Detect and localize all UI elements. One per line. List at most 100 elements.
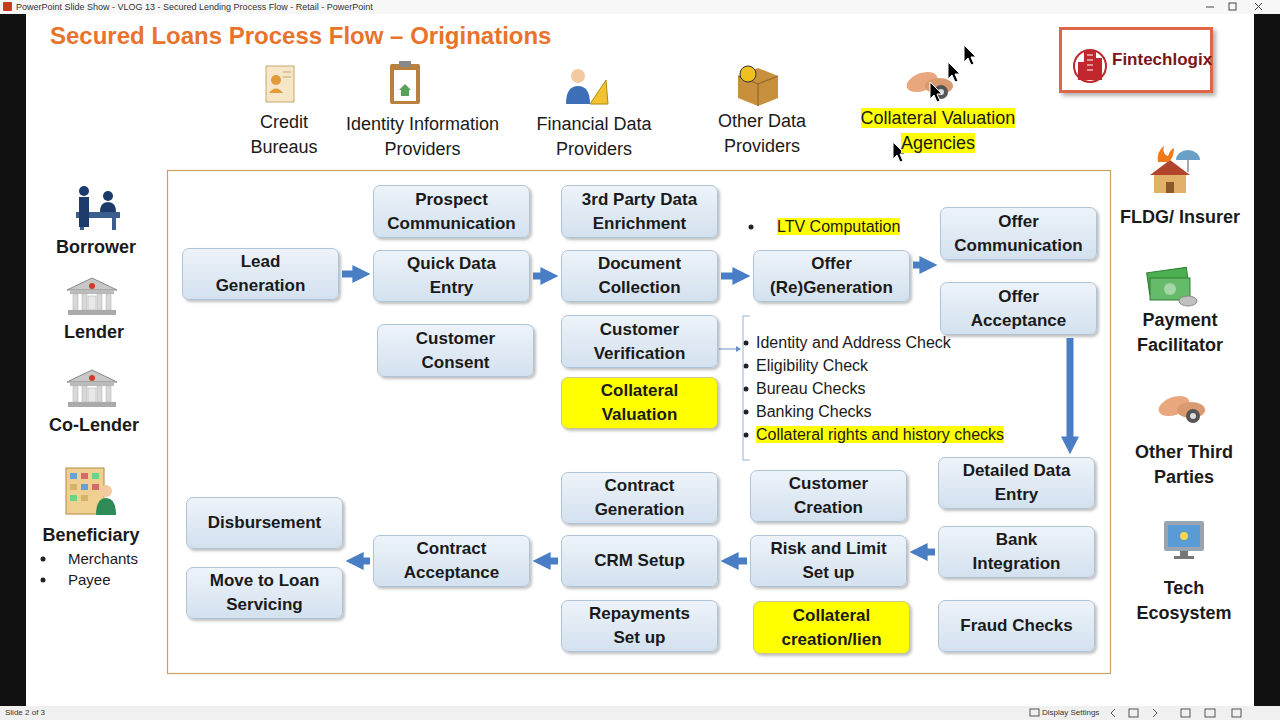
box-text: Collateral Valuation [574,379,705,427]
insurer-icon [1158,146,1174,162]
label-wrap: Eligibility Check [756,355,1056,377]
box-text: Contract Acceptance [386,537,517,585]
label-wrap: Tech Ecosystem [1124,576,1244,626]
label-wrap: Credit Bureaus [229,110,339,160]
annotation-label: Financial Data Providers [536,114,651,159]
process-box: Risk and Limit Set up [750,535,907,587]
borrower-icon [103,191,113,201]
leader-arrow [719,346,741,352]
logo-icon [1078,62,1084,80]
insurer-icon [1166,182,1174,193]
annotation-label: Identity Information Providers [346,114,499,159]
insurer-icon [1150,160,1190,175]
logo-icon [1096,58,1102,80]
logo-icon [1059,27,1213,93]
process-box: Move to Loan Servicing [186,567,343,619]
window-title-bar [0,0,1280,14]
logo-icon [1059,27,1213,93]
identity-provider-icon [394,70,416,101]
box-text: Customer Consent [390,327,521,375]
insurer-icon [1176,150,1200,160]
bullet-dot [744,433,749,438]
label-wrap: Identity and Address Check [756,332,1056,354]
window-title-bar [1206,3,1262,10]
process-frame [168,171,1111,674]
borrower-icon [79,197,89,227]
bullet-dot [41,578,46,583]
monitor-icon [1168,525,1200,547]
annotation-label: Credit Bureaus [250,112,317,157]
process-box: Prospect Communication [373,185,530,238]
window-title-bar [1229,3,1236,10]
box-text: CRM Setup [594,549,685,573]
process-box: Offer Acceptance [940,282,1097,335]
annotation-label: Borrower [56,237,136,257]
annotation-label: Collateral rights and history checks [756,426,1004,443]
annotation-label: Other Third Parties [1135,442,1233,487]
process-box: Customer Verification [561,315,718,368]
annotation-label: Eligibility Check [756,357,868,374]
status-bar [0,706,1280,720]
annotation-label: Banking Checks [756,403,872,420]
bullet-dot [744,341,749,346]
insurer-icon [1150,146,1200,193]
label-wrap: Other Data Providers [702,109,822,159]
flow-arrow [735,558,747,565]
handshake-icon [1156,392,1205,423]
monitor-icon [1174,556,1194,559]
process-box: 3rd Party Data Enrichment [561,185,718,238]
box-text: Repayments Set up [574,602,705,650]
label-wrap: Other Third Parties [1124,440,1244,490]
handshake-icon [904,68,953,99]
status-bar [1153,709,1157,717]
box-text: Prospect Communication [386,188,517,236]
process-box: Collateral creation/lien [753,601,910,654]
annotation-label: Tech Ecosystem [1136,578,1231,623]
logo-box: Fintechlogix [1059,27,1213,93]
borrower-icon [76,186,120,230]
status-bar [1205,709,1215,717]
box-text: Risk and Limit Set up [763,537,894,585]
process-box: Offer Communication [940,207,1097,260]
leader-arrow [719,349,736,350]
bullet-dot [744,387,749,392]
annotation-label: Merchants [68,550,138,567]
annotation-label: Bureau Checks [756,380,865,397]
borrower-icon [79,186,89,196]
process-box: Contract Acceptance [373,535,530,587]
annotation-label: Slide 2 of 3 [5,708,45,717]
box-text: Quick Data Entry [386,252,517,300]
status-bar [1232,709,1241,717]
box-text: Fintechlogix [1112,48,1212,72]
box-text: Customer Verification [574,318,705,366]
beneficiary-icon [81,473,88,479]
label-wrap: Merchants [68,549,188,569]
pillarbox-bar [0,14,1280,706]
annotation-label: LTV Computation [777,218,900,235]
status-bar [1181,709,1190,717]
window-title-bar [3,2,12,11]
annotation-label: Display Settings [1042,708,1099,717]
process-box: Offer (Re)Generation [753,250,910,302]
identity-provider-icon [390,61,420,104]
label-wrap: Payment Facilitator [1125,308,1235,358]
payment-icon [1179,296,1197,306]
label-wrap: Collateral rights and history checks [756,424,1056,446]
process-box: Fraud Checks [938,600,1095,652]
monitor-icon [1164,521,1204,551]
monitor-icon [1180,532,1188,540]
bullet-dot [744,364,749,369]
status-bar [1129,709,1138,717]
flow-arrow [547,558,558,565]
process-box: Bank Integration [938,526,1095,578]
label-wrap: LTV Computation [777,216,937,238]
beneficiary-icon [81,484,88,490]
flow-arrow [913,262,923,269]
label-wrap: Co-Lender [34,413,154,438]
box-text: 3rd Party Data Enrichment [574,188,705,236]
label-wrap: Borrower [36,235,156,260]
flow-arrow [342,271,356,278]
window-title-bar [0,0,1280,14]
label-wrap: Identity Information Providers [330,112,515,162]
